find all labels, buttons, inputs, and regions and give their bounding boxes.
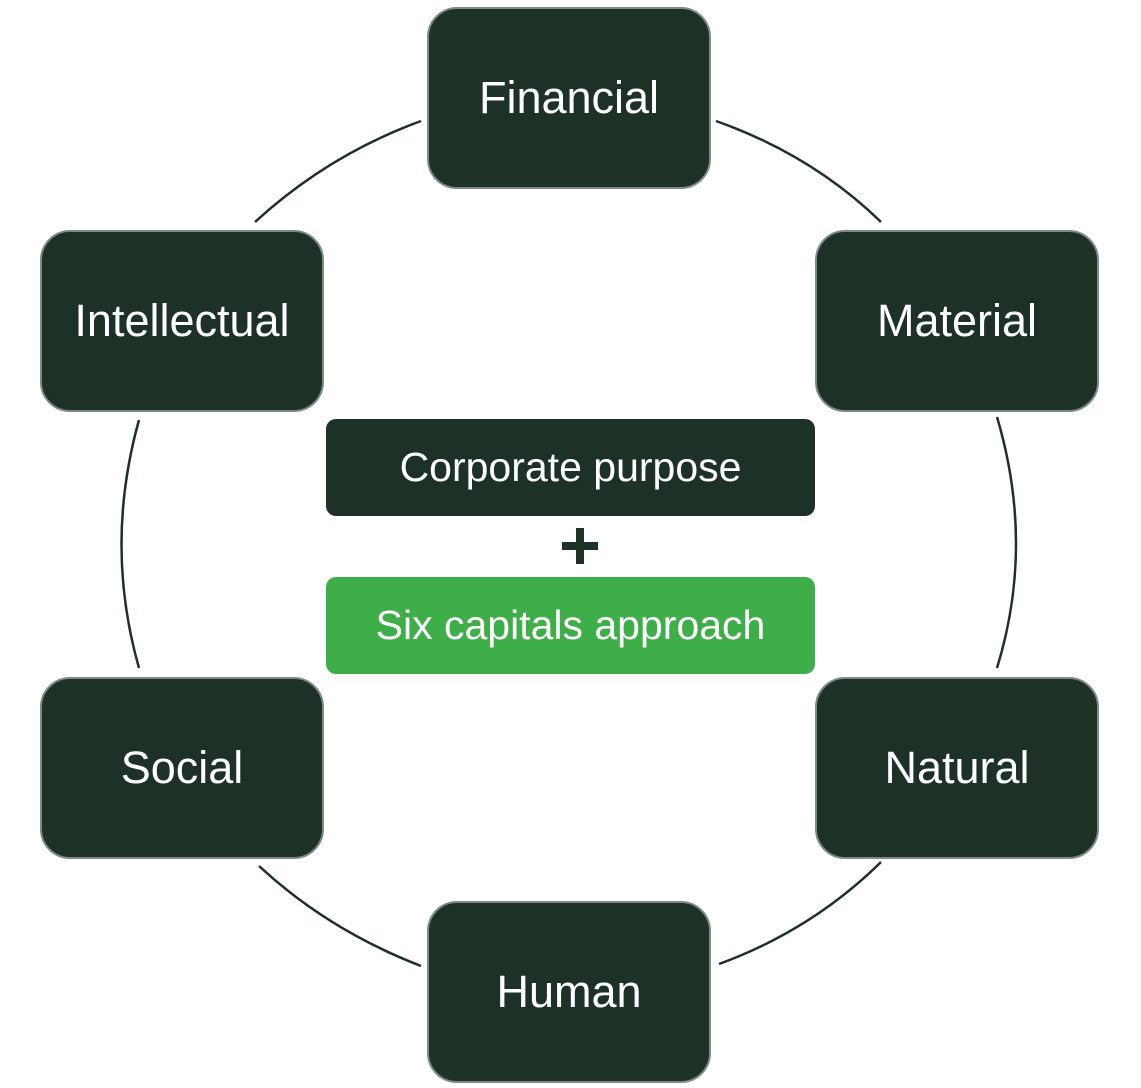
capital-box-social: Social bbox=[40, 677, 324, 859]
plus-icon: + bbox=[562, 528, 598, 564]
six-capitals-approach-label: Six capitals approach bbox=[375, 602, 766, 648]
capital-label-material: Material bbox=[876, 295, 1038, 346]
capital-label-social: Social bbox=[120, 742, 244, 793]
capital-box-material: Material bbox=[815, 230, 1099, 412]
capital-label-natural: Natural bbox=[884, 742, 1030, 793]
ring-arc-human-social bbox=[258, 865, 422, 968]
ring-arc-intellectual-financial bbox=[254, 119, 422, 223]
corporate-purpose-label: Corporate purpose bbox=[399, 444, 742, 490]
capital-label-financial: Financial bbox=[478, 72, 660, 123]
capital-box-intellectual: Intellectual bbox=[40, 230, 324, 412]
ring-arc-natural-human bbox=[718, 861, 882, 966]
ring-arc-financial-material bbox=[715, 119, 882, 223]
corporate-purpose-box: Corporate purpose bbox=[326, 419, 815, 516]
ring-arc-material-natural bbox=[995, 416, 1018, 669]
capital-box-human: Human bbox=[427, 901, 711, 1083]
capital-box-financial: Financial bbox=[427, 7, 711, 189]
capital-box-natural: Natural bbox=[815, 677, 1099, 859]
capital-label-intellectual: Intellectual bbox=[74, 295, 290, 346]
ring-arc-social-intellectual bbox=[120, 419, 141, 669]
capital-label-human: Human bbox=[496, 966, 642, 1017]
six-capitals-approach-box: Six capitals approach bbox=[326, 577, 815, 674]
